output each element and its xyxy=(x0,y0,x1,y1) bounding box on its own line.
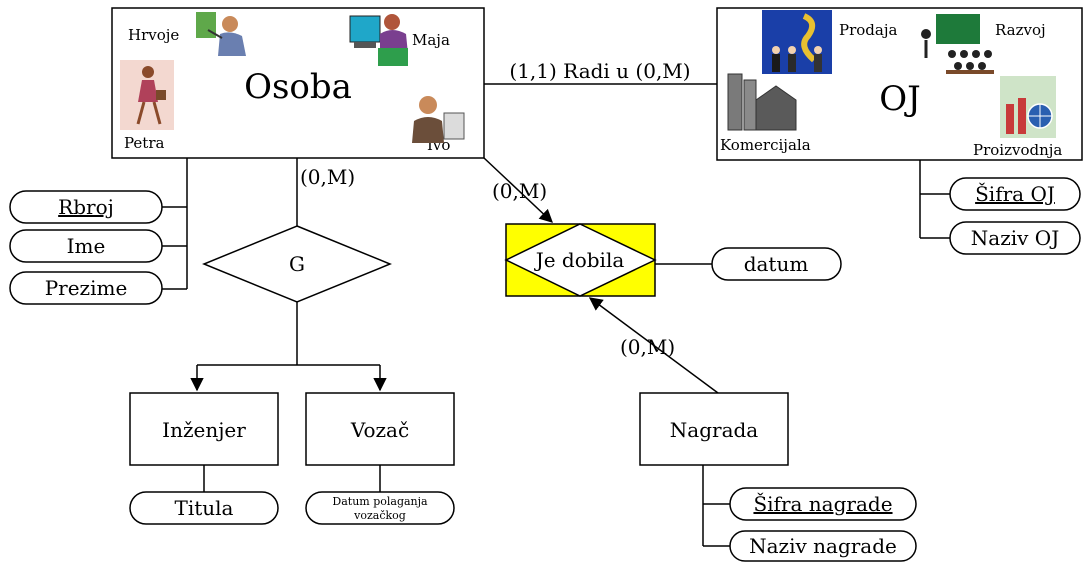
entity-oj[interactable]: OJ Prodaja Razvoj Komercijala Proizvodnj… xyxy=(716,7,1083,161)
walking-woman-clipart-icon xyxy=(120,60,174,130)
label-proizvodnja: Proizvodnja xyxy=(973,141,1062,159)
attribute-prezime[interactable]: Prezime xyxy=(9,271,163,305)
attribute-sifra-nagrade[interactable]: Šifra nagrade xyxy=(729,487,917,521)
attribute-datum-label: datum xyxy=(744,252,809,276)
osoba-attributes: Rbroj Ime Prezime xyxy=(9,158,188,305)
attribute-datum-polaganja-line2: vozačkog xyxy=(353,509,406,522)
attribute-datum-polaganja[interactable]: Datum polaganja vozačkog xyxy=(305,491,455,525)
label-petra: Petra xyxy=(124,134,164,152)
cardinality-osoba-je-dobila: (0,M) xyxy=(492,179,547,203)
entity-vozac[interactable]: Vozač xyxy=(305,392,455,466)
entity-oj-title: OJ xyxy=(879,79,921,119)
attribute-naziv-oj[interactable]: Naziv OJ xyxy=(949,221,1081,255)
arrow-osoba-je-dobila xyxy=(483,157,553,223)
strategy-board-clipart-icon xyxy=(921,14,994,74)
office-worker-clipart-icon xyxy=(412,96,465,143)
attribute-datum[interactable]: datum xyxy=(711,247,842,281)
entity-nagrada[interactable]: Nagrada xyxy=(639,392,789,466)
attribute-titula-label: Titula xyxy=(175,496,234,520)
attribute-prezime-label: Prezime xyxy=(45,276,128,300)
entity-osoba[interactable]: Osoba Hrvoje Maja Petra Ivo xyxy=(111,7,485,159)
label-hrvoje: Hrvoje xyxy=(128,26,179,44)
oj-attributes: Šifra OJ Naziv OJ xyxy=(919,160,1081,255)
cardinality-nagrada-je-dobila: (0,M) xyxy=(620,335,675,359)
silo-building-clipart-icon xyxy=(727,73,797,131)
presenter-clipart-icon xyxy=(196,12,246,56)
attribute-rbroj[interactable]: Rbroj xyxy=(9,190,163,224)
relationship-je-dobila[interactable]: Je dobila xyxy=(504,223,657,297)
attribute-ime[interactable]: Ime xyxy=(9,229,163,263)
attribute-ime-label: Ime xyxy=(67,234,106,258)
attribute-rbroj-label: Rbroj xyxy=(58,195,114,219)
attribute-datum-polaganja-line1: Datum polaganja xyxy=(332,495,428,508)
computer-worker-clipart-icon xyxy=(349,14,408,66)
attribute-titula[interactable]: Titula xyxy=(129,491,279,525)
entity-osoba-title: Osoba xyxy=(244,67,352,107)
attribute-sifra-oj-label: Šifra OJ xyxy=(975,181,1055,206)
cardinality-osoba-g: (0,M) xyxy=(300,165,355,189)
entity-nagrada-label: Nagrada xyxy=(670,418,759,442)
relationship-radi-u[interactable]: (1,1) Radi u (0,M) xyxy=(509,59,690,83)
label-komercijala: Komercijala xyxy=(720,136,811,154)
relationship-g-label: G xyxy=(289,252,305,276)
arrow-nagrada-je-dobila xyxy=(588,297,719,394)
attribute-naziv-nagrade-label: Naziv nagrade xyxy=(749,534,897,558)
relationship-je-dobila-label: Je dobila xyxy=(534,248,625,272)
label-maja: Maja xyxy=(412,31,450,49)
label-prodaja: Prodaja xyxy=(839,21,897,39)
label-razvoj: Razvoj xyxy=(995,21,1046,39)
entity-inzenjer[interactable]: Inženjer xyxy=(129,392,279,466)
attribute-sifra-nagrade-label: Šifra nagrade xyxy=(753,491,892,516)
relationship-g[interactable]: G xyxy=(202,225,392,303)
factory-globe-clipart-icon xyxy=(1000,76,1056,138)
entity-vozac-label: Vozač xyxy=(350,418,409,442)
attribute-sifra-oj[interactable]: Šifra OJ xyxy=(949,177,1081,211)
entity-inzenjer-label: Inženjer xyxy=(162,418,246,442)
attribute-naziv-nagrade[interactable]: Naziv nagrade xyxy=(729,530,917,562)
attribute-naziv-oj-label: Naziv OJ xyxy=(971,226,1059,250)
business-people-clipart-icon xyxy=(762,10,832,74)
